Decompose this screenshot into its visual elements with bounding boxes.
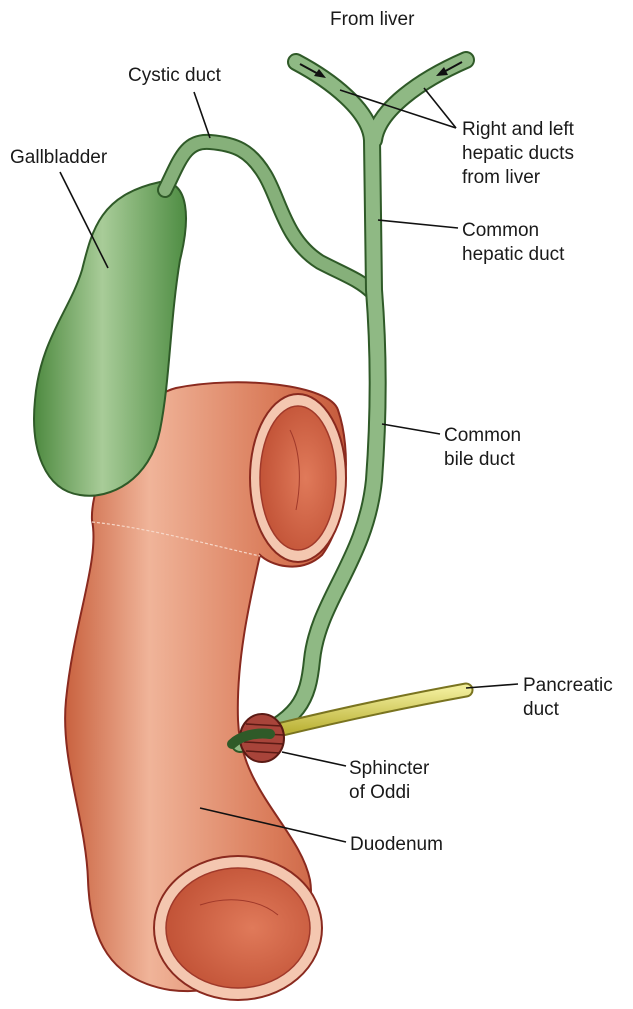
label-from-liver: From liver [330, 9, 415, 30]
label-sphincter-of-oddi: Sphincter of Oddi [349, 758, 430, 803]
duodenum [64, 381, 347, 1001]
label-common-bile-duct: Common bile duct [444, 425, 522, 470]
sphincter-shape [227, 713, 285, 763]
bile-duct-tree [231, 51, 475, 753]
label-cystic-duct: Cystic duct [128, 65, 221, 86]
leader-lines [59, 87, 519, 843]
label-pancreatic-duct: Pancreatic duct [523, 675, 613, 720]
label-duodenum: Duodenum [350, 834, 443, 855]
label-hepatic-ducts: Right and left hepatic ducts from liver [462, 119, 574, 188]
label-gallbladder: Gallbladder [10, 147, 108, 168]
gallbladder-shape [33, 180, 187, 497]
label-common-hepatic-duct: Common hepatic duct [462, 220, 565, 265]
pancreatic-duct-shape [270, 682, 474, 738]
